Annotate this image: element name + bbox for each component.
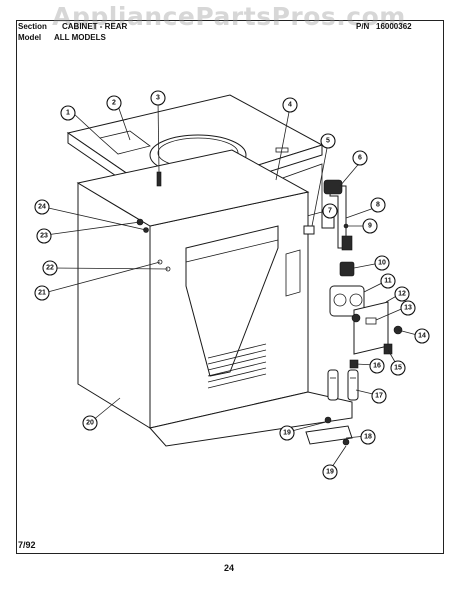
svg-text:11: 11 <box>384 278 392 285</box>
svg-text:15: 15 <box>394 365 402 372</box>
callout-11: 11 <box>380 273 396 289</box>
inlet-screens <box>327 369 359 401</box>
svg-text:23: 23 <box>40 233 48 240</box>
svg-text:20: 20 <box>86 420 94 427</box>
svg-text:6: 6 <box>358 155 362 162</box>
callout-6: 6 <box>352 150 368 166</box>
leader-lines <box>43 99 422 471</box>
callout-16: 16 <box>369 358 385 374</box>
screw-9 <box>343 223 349 229</box>
svg-text:14: 14 <box>418 333 426 340</box>
callout-19-lower: 19 <box>322 464 338 480</box>
svg-text:2: 2 <box>112 100 116 107</box>
svg-text:8: 8 <box>376 202 380 209</box>
callout-20: 20 <box>82 415 98 431</box>
part-number: 16000362 <box>376 22 412 31</box>
svg-text:10: 10 <box>378 260 386 267</box>
water-valve <box>329 261 389 355</box>
callout-1: 1 <box>60 105 76 121</box>
callout-2: 2 <box>106 95 122 111</box>
callout-14: 14 <box>414 328 430 344</box>
bracket <box>305 416 353 446</box>
part-label: P/N <box>356 22 370 31</box>
page-number: 24 <box>223 563 234 573</box>
svg-text:19: 19 <box>326 469 334 476</box>
callout-4: 4 <box>282 97 298 113</box>
callout-7: 7 <box>322 203 338 219</box>
svg-text:24: 24 <box>38 204 46 211</box>
svg-text:16: 16 <box>373 363 381 370</box>
callout-23: 23 <box>36 228 52 244</box>
svg-text:9: 9 <box>368 223 372 230</box>
callout-9: 9 <box>362 218 378 234</box>
cabinet <box>76 149 353 447</box>
callout-21: 21 <box>34 285 50 301</box>
callout-12: 12 <box>394 286 410 302</box>
svg-text:3: 3 <box>156 95 160 102</box>
callout-22: 22 <box>42 260 58 276</box>
callout-18: 18 <box>360 429 376 445</box>
revision-date: 7/92 <box>18 540 36 550</box>
svg-text:1: 1 <box>66 110 70 117</box>
clip-5 <box>303 225 315 235</box>
svg-text:18: 18 <box>364 434 372 441</box>
callout-10: 10 <box>374 255 390 271</box>
callout-8: 8 <box>370 197 386 213</box>
screw-3 <box>156 171 162 187</box>
callout-3: 3 <box>150 90 166 106</box>
svg-text:12: 12 <box>398 291 406 298</box>
callout-15: 15 <box>390 360 406 376</box>
callout-19-upper: 19 <box>279 425 295 441</box>
svg-text:22: 22 <box>46 265 54 272</box>
svg-text:7: 7 <box>328 208 332 215</box>
svg-text:21: 21 <box>38 290 46 297</box>
callout-13: 13 <box>400 300 416 316</box>
diagram-frame <box>16 20 444 554</box>
callout-24: 24 <box>34 199 50 215</box>
svg-text:5: 5 <box>326 138 330 145</box>
model-label: Model <box>18 33 42 42</box>
svg-text:13: 13 <box>404 305 412 312</box>
section-label: Section <box>18 22 47 31</box>
callout-5: 5 <box>320 133 336 149</box>
section-value: CABINET - REAR <box>62 22 128 31</box>
svg-text:17: 17 <box>375 393 383 400</box>
svg-text:19: 19 <box>283 430 291 437</box>
model-value: ALL MODELS <box>54 33 106 42</box>
svg-text:4: 4 <box>288 102 292 109</box>
callout-17: 17 <box>371 388 387 404</box>
